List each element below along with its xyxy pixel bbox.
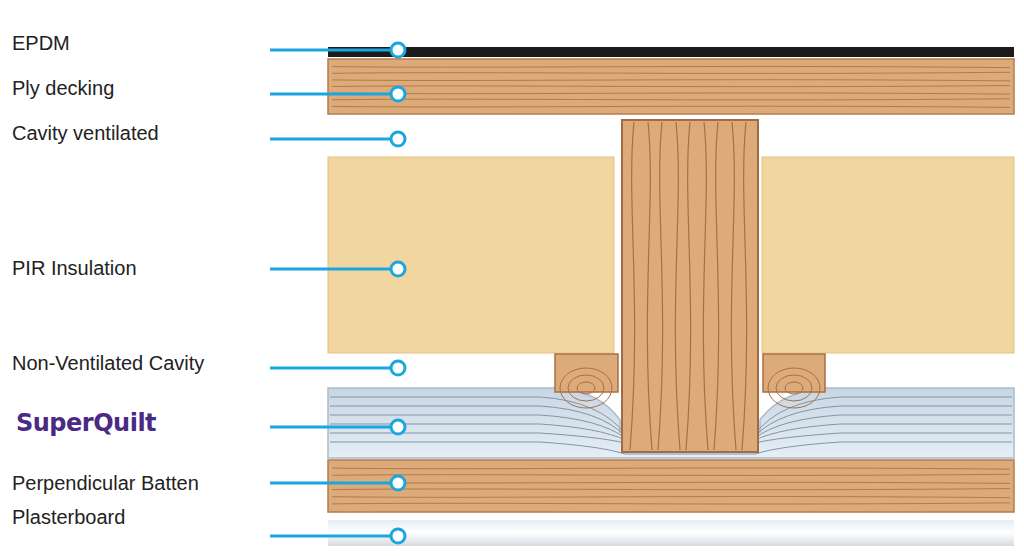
- grain-stroke: [731, 122, 736, 450]
- grain-stroke: [647, 122, 652, 450]
- grain-stroke: [714, 122, 719, 450]
- part-label: EPDM: [12, 31, 70, 55]
- leader-lines: [270, 43, 405, 543]
- brand-label: SuperQuilt: [16, 411, 156, 435]
- grain-stroke: [332, 86, 1010, 87]
- plasterboard: [328, 520, 1014, 546]
- grain-stroke: [332, 503, 1010, 504]
- wood-grain: [332, 468, 1010, 504]
- grain-stroke: [742, 122, 747, 450]
- grain-stroke: [332, 482, 1010, 483]
- part-label: Plasterboard: [12, 505, 125, 529]
- grain-stroke: [332, 66, 1010, 67]
- grain-stroke: [332, 489, 1010, 490]
- grain-stroke: [675, 122, 680, 450]
- grain-stroke: [658, 122, 663, 450]
- wood-grain: [332, 66, 1010, 107]
- epdm-membrane: [328, 47, 1014, 57]
- counter-batten: [763, 354, 825, 392]
- grain-stroke: [703, 122, 708, 450]
- grain-stroke: [332, 99, 1010, 100]
- timber-joist: [622, 120, 758, 452]
- part-label: Cavity ventilated: [12, 121, 159, 145]
- grain-stroke: [332, 474, 1010, 475]
- part-label: Non-Ventilated Cavity: [12, 351, 204, 375]
- part-label: PIR Insulation: [12, 256, 137, 280]
- grain-stroke: [332, 93, 1010, 94]
- grain-stroke: [332, 72, 1010, 73]
- grain-stroke: [332, 468, 1010, 469]
- part-label: Ply decking: [12, 76, 114, 100]
- grain-stroke: [332, 497, 1010, 498]
- grain-stroke: [332, 106, 1010, 107]
- pir-board: [328, 157, 614, 353]
- part-label: Perpendicular Batten: [12, 471, 199, 495]
- counter-batten: [555, 354, 618, 392]
- ply-decking: [328, 59, 1014, 114]
- wood-grain: [630, 122, 747, 450]
- grain-stroke: [686, 122, 691, 450]
- grain-stroke: [332, 80, 1010, 81]
- grain-stroke: [630, 122, 635, 450]
- pir-board: [762, 157, 1014, 353]
- perpendicular-batten: [328, 460, 1014, 512]
